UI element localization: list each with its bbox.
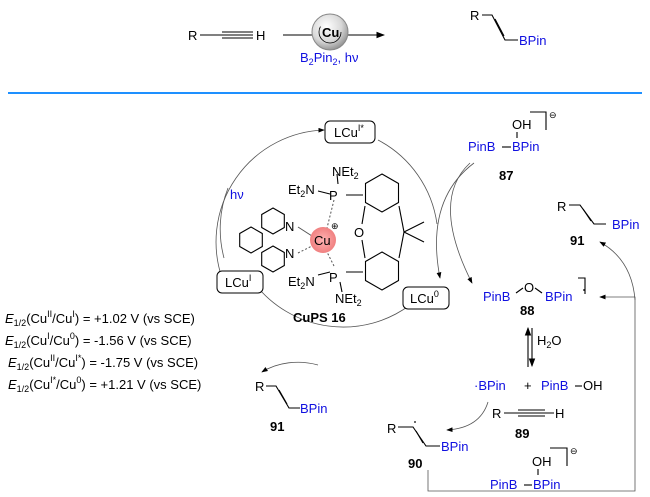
svg-text:87: 87: [499, 168, 513, 183]
catalyst-sphere-icon: [311, 13, 349, 51]
svg-text:BPin: BPin: [533, 477, 560, 492]
pinboh-pinb: PinB: [541, 378, 568, 393]
xanthene-ring-top: [364, 173, 400, 213]
potential-line: E1/2(CuI/Cu0) = -1.56 V (vs SCE): [5, 331, 192, 350]
catalyst-cu: Cu: [322, 25, 339, 40]
reagent-label: B2Pin2, hν: [300, 50, 358, 67]
catalyst-label: CuPS 16: [293, 310, 346, 325]
svg-text:H2O: H2O: [537, 333, 562, 350]
svg-text:R: R: [557, 199, 566, 214]
p-bottom: P: [329, 270, 338, 285]
phen-n2: N: [285, 246, 294, 261]
return-path: [427, 241, 636, 492]
svg-text:88: 88: [520, 303, 534, 318]
svg-text:BPin: BPin: [545, 289, 572, 304]
cu-label: Cu: [314, 233, 331, 248]
svg-text:OH: OH: [532, 454, 552, 469]
compound-87: OH PinB BPin ⊖ 87: [436, 110, 557, 284]
potential-line: E1/2(CuII/CuI*) = -1.75 V (vs SCE): [8, 353, 198, 372]
svg-text:BPin: BPin: [512, 139, 539, 154]
vinyl-bond: [482, 14, 518, 41]
compound-89: R H 89: [446, 401, 564, 441]
phen-ring-middle: [239, 226, 263, 254]
svg-text:PinB: PinB: [490, 477, 517, 492]
pinboh-oh: OH: [583, 378, 603, 393]
net2-top: NEt2: [332, 164, 359, 181]
svg-text:90: 90: [408, 456, 422, 471]
compound-90: R BPin 90: [387, 421, 468, 471]
et2n-top: Et2N: [288, 182, 315, 199]
potential-line: E1/2(CuI*/Cu0) = +1.21 V (vs SCE): [8, 375, 201, 394]
svg-text:⊖: ⊖: [549, 110, 557, 120]
svg-text:91: 91: [270, 419, 284, 434]
svg-text:LCuI*: LCuI*: [334, 123, 364, 140]
bottom-ate-complex: OH PinB BPin ⊖: [490, 446, 578, 492]
product-91-left: R BPin 91: [255, 361, 327, 434]
et2n-bottom: Et2N: [288, 274, 315, 291]
cycle-icon: [318, 20, 342, 44]
p-top: P: [329, 188, 338, 203]
top-reaction: R H Cu B2Pin2, hν R BPin: [188, 8, 546, 67]
potential-line: E1/2(CuII/CuI) = +1.02 V (vs SCE): [5, 309, 195, 328]
hv-label: hν: [230, 187, 244, 202]
lcu-one-box: LCuI: [216, 270, 264, 294]
product-bpin: BPin: [519, 33, 546, 48]
svg-text:LCuI: LCuI: [225, 273, 251, 290]
phen-ring-bottom: [261, 245, 285, 273]
plus-sign: +: [524, 378, 532, 393]
compound-88: PinB O BPin 88: [483, 277, 586, 318]
svg-text:R: R: [387, 421, 396, 436]
positive-charge: ⊕: [331, 221, 339, 231]
net2-bottom: NEt2: [335, 291, 362, 308]
cups16-structure: Cu ⊕ N N O P P NEt2 Et2N NEt2 Et2N CuPS …: [239, 164, 425, 325]
equilibrium-arrows: H2O: [524, 326, 562, 368]
svg-text:89: 89: [515, 426, 529, 441]
product-91-right: R BPin 91: [557, 199, 639, 248]
redox-potentials: E1/2(CuII/CuI) = +1.02 V (vs SCE) E1/2(Cu…: [5, 309, 201, 394]
svg-text:LCu0: LCu0: [410, 289, 439, 306]
svg-text:BPin: BPin: [441, 439, 468, 454]
svg-text:H: H: [555, 406, 564, 421]
xanthene-ring-bottom: [364, 251, 400, 291]
svg-text:O: O: [524, 280, 534, 295]
lcu-zero-box: LCu0: [402, 286, 450, 310]
lcu-excited-box: LCuI*: [324, 120, 376, 144]
svg-text:BPin: BPin: [300, 401, 327, 416]
svg-text:PinB: PinB: [468, 139, 495, 154]
alkyne-r: R: [188, 28, 197, 43]
xanthene-o: O: [354, 225, 364, 240]
svg-text:R: R: [492, 406, 501, 421]
cycle-arrows: [215, 127, 438, 328]
svg-text:OH: OH: [512, 117, 532, 132]
phen-n1: N: [285, 219, 294, 234]
phen-ring-top: [261, 207, 285, 235]
triple-bond: [200, 31, 253, 39]
boryl-radical: ·BPin: [474, 378, 506, 393]
svg-text:PinB: PinB: [483, 289, 510, 304]
alkyne-h: H: [256, 28, 265, 43]
svg-text:R: R: [255, 379, 264, 394]
svg-text:⊖: ⊖: [570, 446, 578, 456]
svg-text:91: 91: [570, 233, 584, 248]
product-r: R: [470, 8, 479, 23]
svg-text:BPin: BPin: [612, 217, 639, 232]
cu-center-icon: [310, 227, 336, 253]
